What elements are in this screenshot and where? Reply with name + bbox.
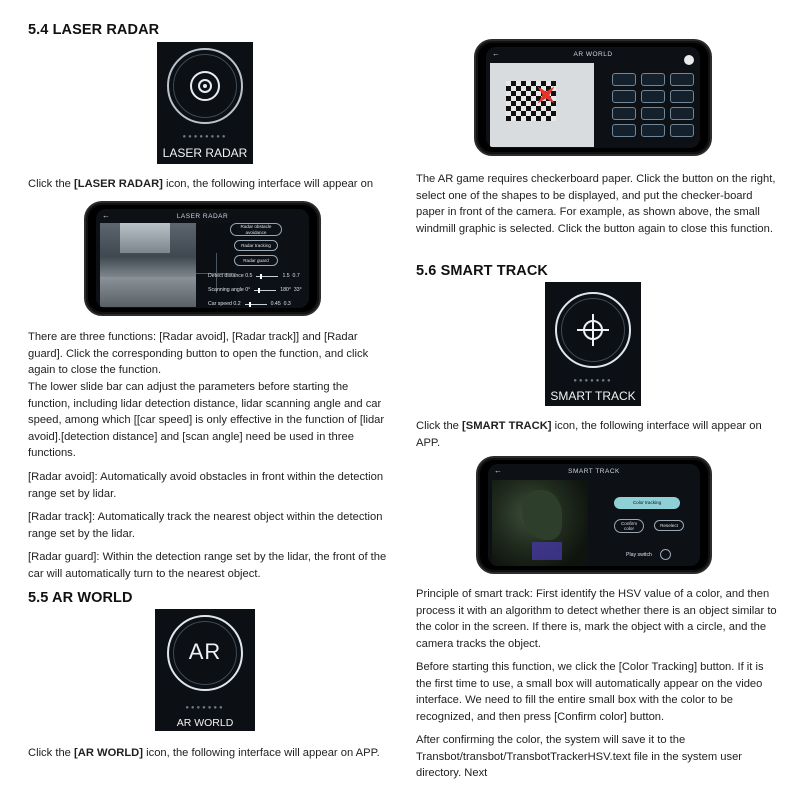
shape-button[interactable] (641, 107, 665, 120)
back-arrow-icon: ← (102, 211, 110, 220)
section-heading-laser-radar: 5.4 LASER RADAR (28, 22, 160, 38)
track-paragraph-before-start: Before starting this function, we click … (416, 661, 764, 723)
ar-click-instruction: Click the [AR WORLD] icon, the following… (28, 747, 380, 759)
laser-paragraph-radar-avoid: [Radar avoid]: Automatically avoid obsta… (28, 471, 384, 500)
close-circle-icon[interactable] (684, 55, 694, 65)
camera-feed (100, 223, 196, 307)
laser-click-instruction: Click the [LASER RADAR] icon, the follow… (28, 178, 374, 190)
ar-glyph-icon: AR (188, 639, 222, 664)
section-heading-ar-world: 5.5 AR WORLD (28, 590, 133, 606)
back-arrow-icon: ← (492, 49, 500, 58)
camera-feed (492, 480, 588, 566)
back-arrow-icon: ← (494, 466, 502, 475)
shape-button[interactable] (612, 90, 636, 103)
track-phone-title: SMART TRACK (568, 468, 620, 475)
shape-button-grid (612, 73, 696, 147)
ar-world-phone-screenshot: ← AR WORLD (474, 39, 712, 156)
shape-button[interactable] (612, 107, 636, 120)
smart-track-app-icon: ●●●●●●● SMART TRACK (545, 282, 641, 406)
radar-icon (167, 48, 243, 124)
laser-paragraph-radar-track: [Radar track]: Automatically track the n… (28, 511, 383, 540)
shape-button[interactable] (670, 73, 694, 86)
laser-radar-icon-label: LASER RADAR (162, 146, 248, 160)
reselect-button[interactable]: Reselect (654, 520, 684, 531)
laser-paragraph-sliders: The lower slide bar can adjust the param… (28, 381, 385, 460)
smart-track-icon-label: SMART TRACK (550, 389, 636, 403)
track-paragraph-principle: Principle of smart track: First identify… (416, 588, 777, 650)
laser-paragraph-radar-guard: [Radar guard]: Within the detection rang… (28, 551, 387, 580)
track-paragraph-after-confirm: After confirming the color, the system w… (416, 734, 743, 780)
shape-button[interactable] (670, 90, 694, 103)
shape-button[interactable] (641, 90, 665, 103)
ar-paragraph: The AR game requires checkerboard paper.… (416, 173, 776, 235)
radar-tracking-button[interactable]: Radar tracking (234, 240, 278, 251)
shape-button[interactable] (670, 124, 694, 137)
ar-world-app-icon: AR ●●●●●●● AR WORLD (155, 609, 255, 731)
scanning-angle-slider[interactable]: Scanning angle 0°180° 33° (208, 287, 302, 293)
radar-obstacle-avoidance-button[interactable]: Radar obstacle avoidance (230, 223, 282, 236)
laser-paragraph-functions: There are three functions: [Radar avoid]… (28, 331, 369, 377)
play-switch-toggle[interactable] (660, 549, 671, 560)
smart-track-phone-screenshot: ← SMART TRACK Color tracking Confirm col… (476, 456, 712, 574)
laser-radar-app-icon: ●●●●●●●● LASER RADAR (157, 42, 253, 164)
shape-button[interactable] (612, 124, 636, 137)
shape-button[interactable] (670, 107, 694, 120)
ar-phone-title: AR WORLD (573, 51, 613, 58)
track-click-instruction: Click the [SMART TRACK] icon, the follow… (416, 420, 762, 449)
laser-phone-title: LASER RADAR (176, 213, 229, 220)
radar-guard-button[interactable]: Radar guard (234, 255, 278, 266)
shape-button[interactable] (612, 73, 636, 86)
confirm-color-button[interactable]: Confirm color (614, 519, 644, 533)
laser-radar-phone-screenshot: ← LASER RADAR Radar obstacle avoidance R… (84, 201, 321, 316)
color-tracking-button[interactable]: Color tracking (614, 497, 680, 509)
play-switch-label: Play switch (626, 552, 652, 558)
camera-feed (490, 63, 594, 147)
ar-world-icon-label: AR WORLD (176, 717, 234, 729)
lidar-scan-view (196, 223, 236, 307)
section-heading-smart-track: 5.6 SMART TRACK (416, 263, 549, 279)
shape-button[interactable] (641, 124, 665, 137)
shape-button[interactable] (641, 73, 665, 86)
